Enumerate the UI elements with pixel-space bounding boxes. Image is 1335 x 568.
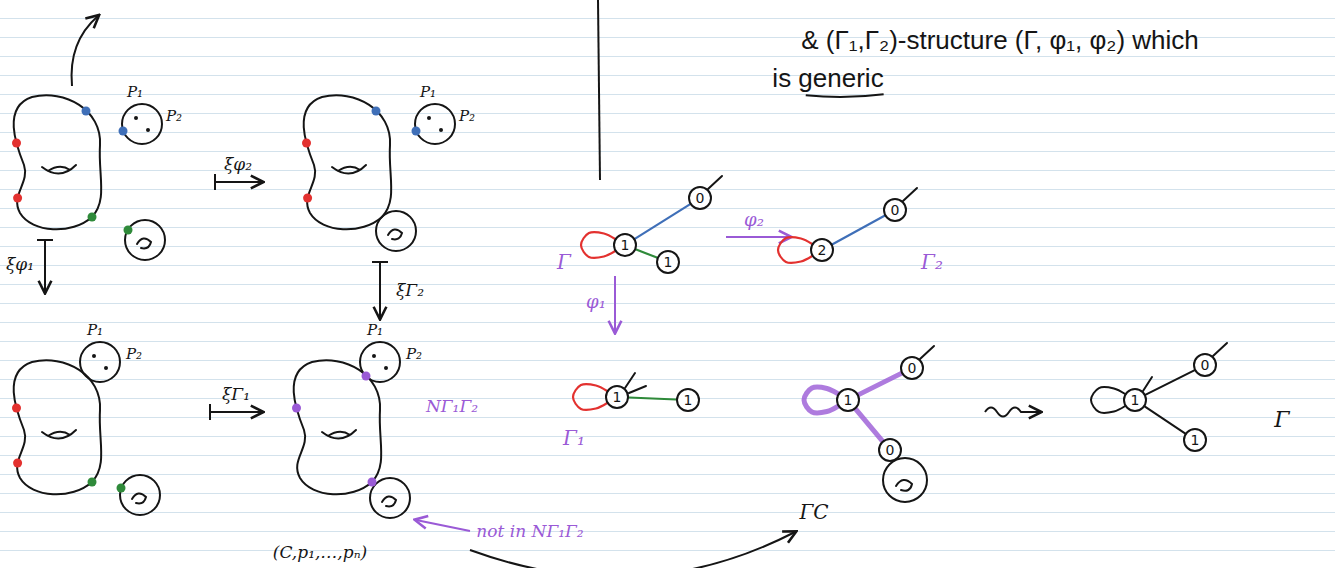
graph-label: Γ (1274, 408, 1289, 432)
vertex-genus: 2 (818, 243, 827, 257)
graph-vertex: 0 (1193, 353, 1217, 377)
vertex-genus: 1 (844, 393, 853, 407)
graph-edge (573, 384, 607, 410)
morphism-label: φ₁ (586, 292, 606, 312)
graph-edge (778, 237, 812, 263)
graph-edge (856, 409, 883, 441)
vertex-genus: 1 (684, 393, 693, 407)
curve-component (80, 342, 120, 382)
curve-component (883, 458, 927, 502)
vertex-genus: 1 (621, 238, 630, 252)
point-label: P₂ (166, 108, 182, 125)
graph-vertex: 0 (878, 438, 902, 462)
point-label: P₁ (87, 322, 103, 339)
curve-node (382, 496, 396, 506)
curve-component (14, 95, 102, 229)
vertex-genus: 0 (891, 203, 900, 217)
point-label: P₁ (367, 322, 383, 339)
graph-legs (625, 176, 1227, 393)
underline (806, 94, 884, 97)
graph-vertex: 1 (676, 388, 700, 412)
graph-edge (1145, 407, 1185, 434)
vertex-genus: 0 (886, 443, 895, 457)
curve-component (14, 360, 102, 494)
map-label: ξΓ₂ (396, 281, 424, 300)
graph-edge (629, 398, 676, 400)
graph-vertex: 1 (1123, 388, 1147, 412)
morphism-arrow (726, 236, 790, 238)
graph-edge (635, 204, 690, 238)
map-label: ξφ₁ (6, 255, 34, 274)
curve-component (294, 360, 382, 494)
graph-edge (1146, 370, 1195, 394)
graph-vertex: 0 (900, 356, 924, 380)
graph-label: ΓC (799, 501, 828, 523)
vertex-genus: 1 (1131, 393, 1140, 407)
point-label: P₂ (126, 346, 142, 363)
note-text: is generic (772, 64, 883, 93)
vertex-genus: 1 (1191, 433, 1200, 447)
graph-vertex: 1 (613, 233, 637, 257)
point-label: P₂ (459, 108, 475, 125)
node-set-label: NΓ₁Γ₂ (426, 397, 478, 416)
graph-vertex: 1 (836, 388, 860, 412)
curve-label: (C,p₁,…,pₙ) (273, 543, 367, 562)
curve-node (388, 229, 402, 239)
squiggle-arrow (985, 408, 1040, 417)
curve-component (415, 104, 455, 144)
curve-component (122, 104, 162, 144)
curve-node (132, 493, 146, 503)
graph-label: Γ₂ (921, 251, 943, 273)
separator-line (598, 0, 600, 180)
vertex-genus: 1 (613, 390, 622, 404)
map-label: ξφ₂ (224, 155, 252, 174)
curve-component (125, 220, 165, 260)
graph-edge (581, 232, 615, 258)
graph-vertex: 1 (1183, 428, 1207, 452)
vertex-genus: 0 (908, 361, 917, 375)
graph-vertex: 1 (656, 250, 680, 274)
marked-points (12, 107, 443, 493)
graph-vertex: 0 (688, 186, 712, 210)
point-label: P₂ (406, 346, 422, 363)
morphism-label: φ₂ (744, 210, 764, 230)
note-text: & (Γ₁,Γ₂)-structure (Γ, φ₁, φ₂) which (801, 26, 1199, 55)
map-label: ξΓ₁ (222, 385, 250, 404)
point-label: P₁ (127, 84, 143, 101)
note-text: not in NΓ₁Γ₂ (476, 522, 583, 541)
graph-edge (833, 216, 885, 244)
curve-node (896, 480, 912, 491)
graph-vertex: 1 (605, 385, 629, 409)
curve-component (360, 342, 400, 382)
graph-edge (804, 387, 838, 413)
curve-component (376, 211, 416, 251)
mapsto-arrows (37, 174, 388, 420)
graph-label: Γ (557, 251, 571, 273)
morphism-arrow (614, 276, 616, 332)
curve-node (137, 238, 151, 248)
curve-component (304, 95, 392, 229)
vertex-genus: 1 (664, 255, 673, 269)
graph-edge (636, 249, 657, 257)
vertex-genus: 0 (696, 191, 705, 205)
pointer-arrow (72, 16, 98, 86)
graph-vertex: 0 (883, 198, 907, 222)
graph-edge (859, 373, 902, 394)
curve-component (120, 475, 160, 515)
graph-edge (1091, 387, 1125, 413)
note-arrow (416, 520, 470, 531)
graph-vertex: 2 (810, 238, 834, 262)
point-label: P₁ (420, 84, 436, 101)
vertex-genus: 0 (1201, 358, 1210, 372)
graph-label: Γ₁ (563, 427, 585, 449)
